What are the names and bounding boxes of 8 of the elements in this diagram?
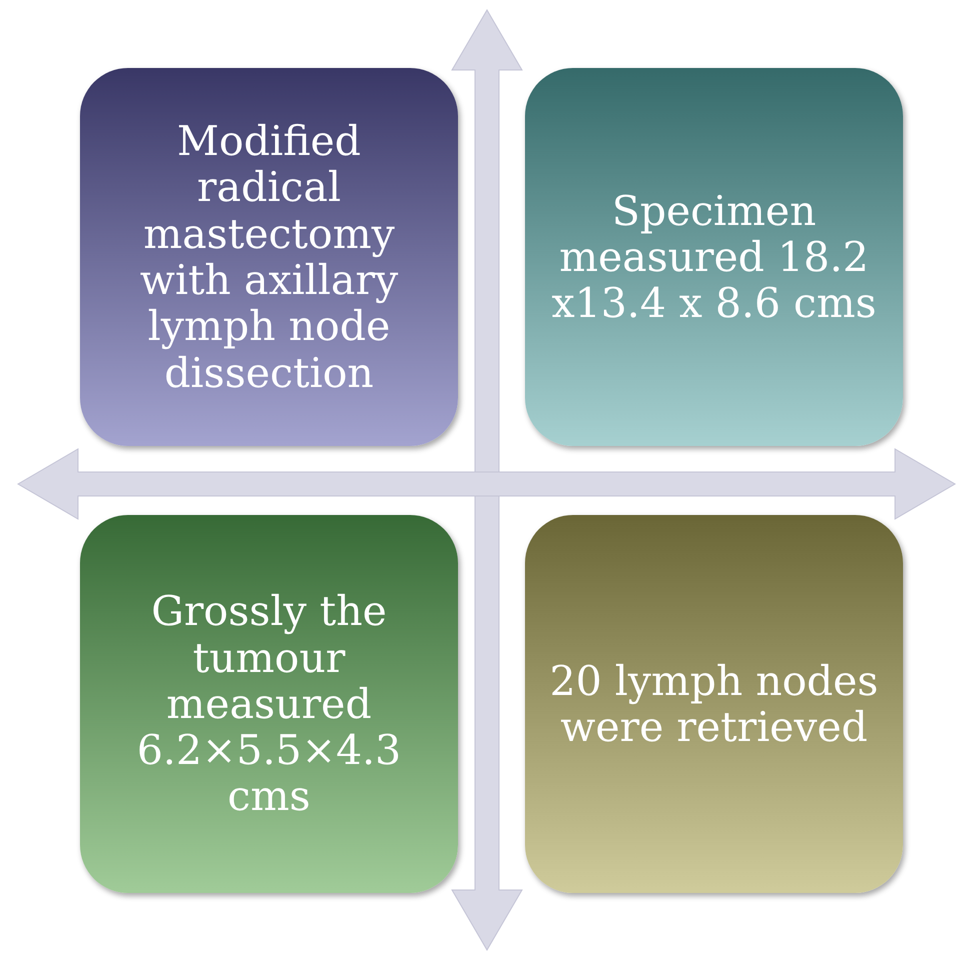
box-text: 20 lymph nodes were retrieved bbox=[548, 658, 880, 750]
rounded-box bbox=[525, 68, 903, 446]
box-text: Modified radical mastectomy with axillary lymph node dissection bbox=[138, 118, 400, 396]
rounded-box bbox=[80, 68, 458, 446]
rounded-box bbox=[80, 515, 458, 893]
box-text: Specimen measured 18.2 x13.4 x 8.6 cms bbox=[550, 188, 878, 326]
rounded-box bbox=[525, 515, 903, 893]
box-text: Grossly the tumour measured 6.2×5.5×4.3 cms bbox=[136, 588, 402, 820]
